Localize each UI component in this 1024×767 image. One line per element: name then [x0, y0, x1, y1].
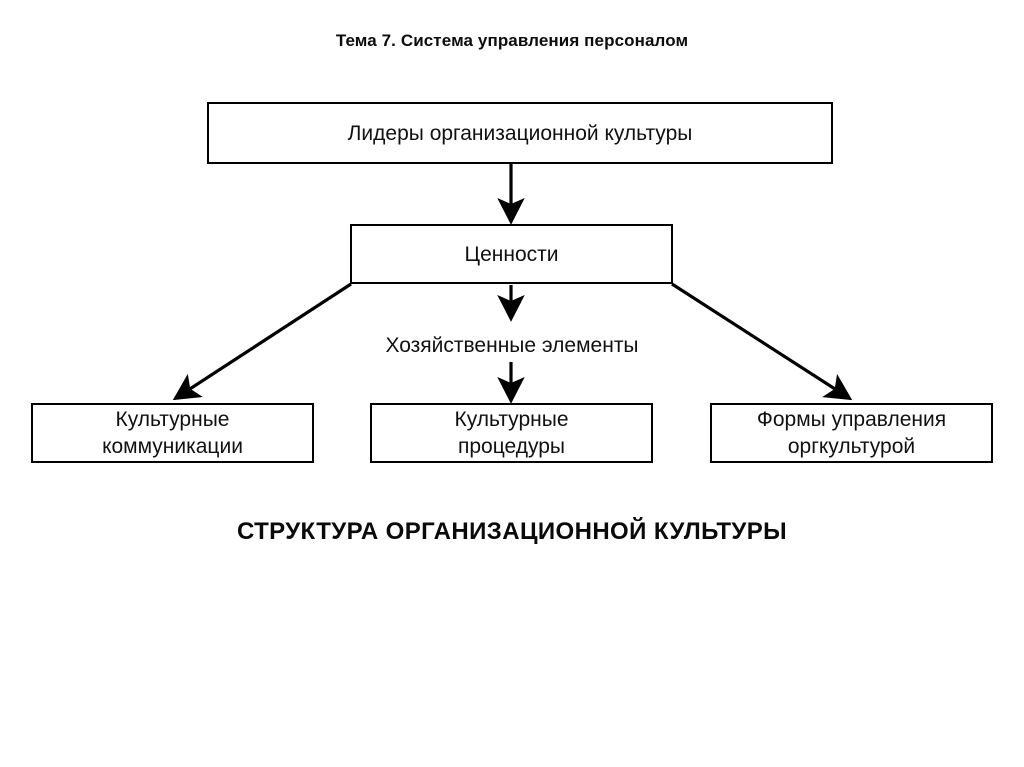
node-leaders-label: Лидеры организационной культуры	[347, 121, 693, 145]
node-values[interactable]: Ценности	[350, 224, 673, 284]
node-management-forms[interactable]: Формы управления оргкультурой	[710, 403, 993, 463]
label-economic-elements: Хозяйственные элементы	[385, 334, 639, 357]
node-cultural-procedures[interactable]: Культурные процедуры	[370, 403, 653, 463]
node-cultural-communications-line1: Культурные	[115, 408, 230, 431]
node-cultural-procedures-line2: процедуры	[457, 435, 566, 458]
node-management-forms-line2: оргкультурой	[787, 435, 916, 458]
node-leaders[interactable]: Лидеры организационной культуры	[207, 102, 833, 164]
diagram-caption: СТРУКТУРА ОРГАНИЗАЦИОННОЙ КУЛЬТУРЫ	[236, 518, 788, 545]
slide-title: Тема 7. Система управления персоналом	[335, 31, 689, 50]
node-cultural-procedures-line1: Культурные	[454, 408, 569, 431]
node-cultural-procedures-label: Культурные процедуры	[455, 406, 569, 460]
node-cultural-communications-line2: коммуникации	[102, 435, 243, 458]
node-management-forms-label: Формы управления оргкультурой	[757, 406, 946, 460]
node-management-forms-line1: Формы управления	[756, 408, 947, 431]
node-cultural-communications[interactable]: Культурные коммуникации	[31, 403, 314, 463]
node-cultural-communications-label: Культурные коммуникации	[102, 406, 243, 460]
node-values-label: Ценности	[464, 242, 559, 266]
